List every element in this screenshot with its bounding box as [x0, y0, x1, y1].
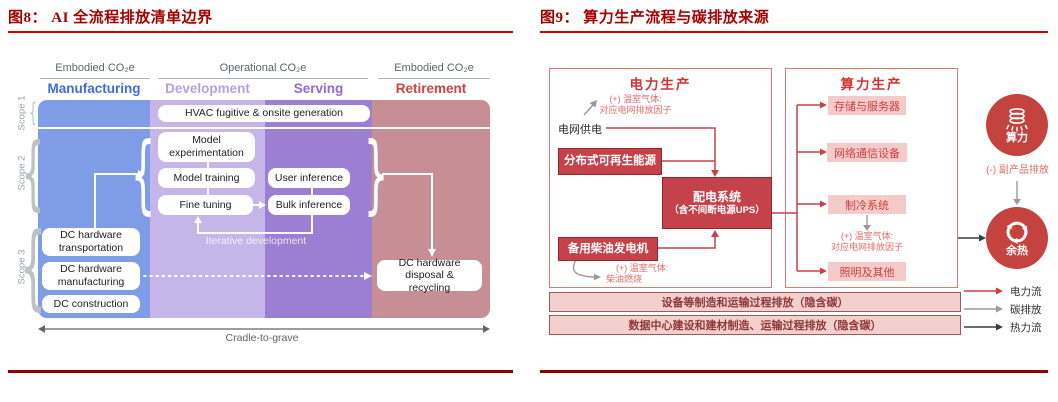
grid-supply-node: 电网供电	[558, 124, 602, 136]
ghg-note-grid: (+) 温室气体: 对应电网排放因子	[588, 94, 683, 116]
ghg-note-grid-line1: (+) 温室气体:	[609, 94, 662, 104]
distribution-system-node: 配电系统 （含不间断电源UPS）	[662, 177, 772, 229]
scope3-brace: {	[19, 213, 47, 320]
box-user-inference: User inference	[268, 168, 350, 188]
iterative-development-label: Iterative development	[205, 235, 307, 247]
fig8-bottom-rule	[8, 370, 513, 373]
fig8-header-embodied-left: Embodied CO₂e	[55, 62, 135, 74]
phase-label-development: Development	[165, 81, 250, 96]
scope2-brace: {	[21, 126, 45, 219]
compute-power-circle-label: 算力	[1006, 132, 1028, 144]
compute-production-panel: 算力生产	[785, 68, 958, 288]
fig8-header-operational: Operational CO₂e	[219, 62, 307, 74]
fig9-diagram: 电力生产 算力生产	[540, 57, 1058, 344]
embodied-carbon-bar-datacenter: 数据中心建设和建材制造、运输过程排放（隐含碳）	[549, 315, 961, 335]
box-dc-construction: DC construction	[42, 295, 140, 313]
fig8-caption-underline	[8, 31, 513, 33]
box-dc-manufacturing: DC hardware manufacturing	[42, 262, 140, 290]
cooling-system-node: 制冷系统	[828, 195, 906, 214]
legend-carbon-emission: 碳排放	[1010, 304, 1042, 316]
fig9-flow-lines	[572, 100, 1021, 331]
compute-production-title: 算力生产	[840, 77, 903, 92]
database-stack-icon	[1006, 108, 1028, 132]
legend-electricity-flow: 电力流	[1010, 286, 1042, 298]
fig8-diagram: Embodied CO₂e Operational CO₂e Embodied …	[12, 57, 492, 344]
scope2-right-white-brace: }	[363, 124, 389, 224]
ghg-up-right-arrow-icon	[572, 104, 1018, 278]
box-model-training: Model training	[158, 168, 255, 188]
fig8-caption: 图8： AI 全流程排放清单边界	[8, 10, 213, 26]
ghg-note-cooling-line1: (+) 温室气体:	[840, 231, 894, 241]
embodied-carbon-bar-equipment: 设备等制造和运输过程排放（隐含碳）	[549, 292, 961, 312]
ghg-note-diesel-line1: (+) 温室气体:	[616, 263, 669, 273]
box-hvac: HVAC fugitive & onsite generation	[158, 105, 370, 122]
fig9-caption-underline	[540, 31, 1048, 33]
compute-power-circle: 算力	[986, 94, 1048, 156]
renewable-energy-node: 分布式可再生能源	[558, 148, 662, 175]
ghg-note-cooling-line2: 对应电网排放因子	[830, 242, 903, 252]
distribution-system-line1: 配电系统	[692, 189, 741, 204]
header-underline	[158, 78, 368, 79]
power-production-title: 电力生产	[629, 77, 692, 92]
fig8-header-embodied-right: Embodied CO₂e	[394, 62, 474, 74]
distribution-system-line2: （含不间断电源UPS）	[669, 204, 765, 216]
ghg-note-diesel-line2: 柴油燃烧	[606, 274, 643, 284]
waste-heat-circle: 余热	[986, 207, 1048, 269]
scope1-brace: {	[29, 98, 37, 128]
lighting-other-node: 照明及其他	[828, 262, 906, 281]
box-dc-disposal: DC hardware disposal & recycling	[377, 257, 482, 294]
byproduct-emissions-label: (-) 副产品排放	[986, 165, 1049, 176]
phase-label-manufacturing: Manufacturing	[47, 81, 141, 96]
cradle-to-grave-label: Cradle-to-grave	[225, 332, 299, 344]
storage-servers-node: 存储与服务器	[828, 96, 906, 115]
network-equipment-node: 网络通信设备	[827, 143, 907, 162]
diesel-generator-node: 备用柴油发电机	[558, 237, 658, 261]
scope2-left-white-brace: {	[130, 124, 156, 224]
box-dc-transportation: DC hardware transportation	[42, 228, 140, 256]
phase-label-serving: Serving	[293, 81, 344, 96]
box-model-experimentation: Model experimentation	[158, 132, 255, 162]
ghg-note-cooling: (+) 温室气体: 对应电网排放因子	[827, 231, 907, 253]
fig8-connector-lines	[38, 162, 490, 333]
header-underline	[40, 78, 150, 79]
waste-heat-circle-label: 余热	[1006, 245, 1028, 257]
scope1-divider	[38, 127, 490, 129]
box-bulk-inference: Bulk inference	[268, 195, 350, 215]
legend-heat-flow: 热力流	[1010, 322, 1042, 334]
phase-label-retirement: Retirement	[395, 81, 467, 96]
fig9-caption: 图9： 算力生产流程与碳排放来源	[540, 10, 770, 26]
fig9-bottom-rule	[540, 370, 1048, 373]
header-underline	[378, 78, 490, 79]
ghg-note-grid-line2: 对应电网排放因子	[599, 105, 672, 115]
recycle-icon	[1006, 221, 1028, 244]
box-fine-tuning: Fine tuning	[158, 195, 253, 215]
